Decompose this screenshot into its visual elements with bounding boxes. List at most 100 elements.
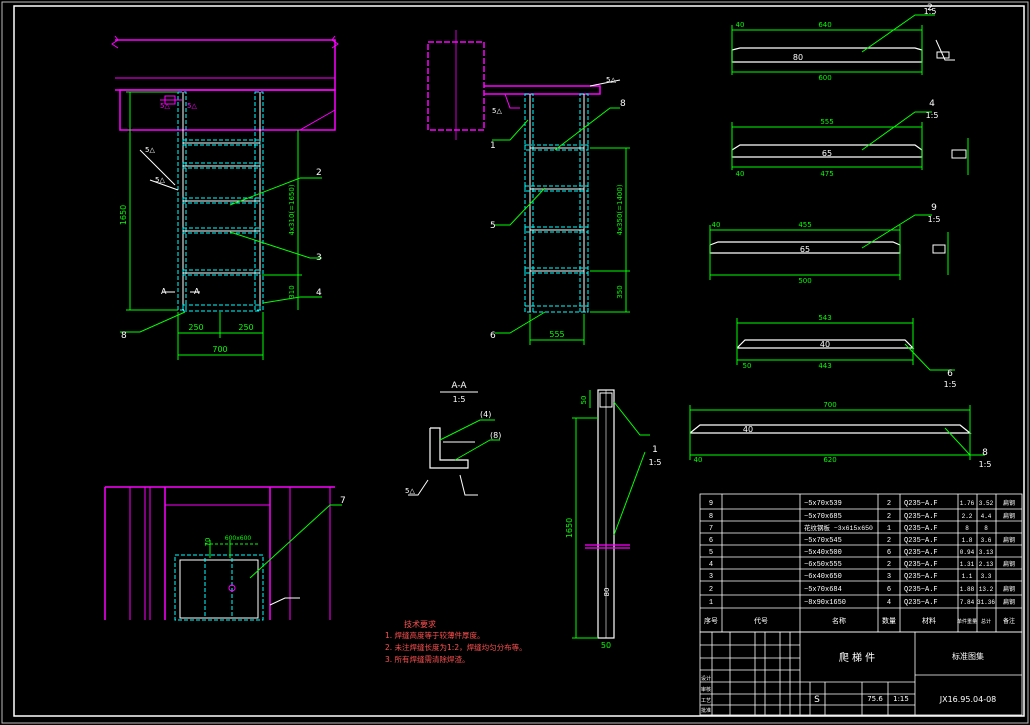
- cell-qty: 2: [887, 537, 891, 545]
- table-row: 9 −5x70x539 2 Q235−A.F 1.76 3.52 扁钢: [709, 499, 1015, 508]
- detail-4-bottom: 475: [820, 170, 833, 178]
- cell-material: Q235−A.F: [904, 586, 938, 594]
- cell-weight-total: 3.6: [981, 537, 992, 544]
- title-scale: 1:15: [893, 695, 909, 703]
- title-row-design: 设计: [701, 675, 711, 682]
- side-dim-width: 555: [549, 330, 564, 339]
- section-aa-weld: 5△: [405, 487, 415, 495]
- cell-weight-total: 3.52: [979, 500, 994, 507]
- elev-dim-height: 1650: [119, 205, 128, 225]
- detail-8-left: 40: [694, 456, 703, 464]
- elev-weld-4: 5△: [155, 176, 165, 184]
- table-row: 1 −8x90x1650 4 Q235−A.F 7.84 31.36 扁钢: [709, 598, 1015, 607]
- post-dim-height: 1650: [565, 518, 574, 538]
- title-stage: S: [814, 695, 820, 705]
- detail-8-inner: 40: [743, 425, 753, 434]
- section-aa-callout-8: (8): [490, 431, 501, 440]
- cell-weight-total: 2.13: [979, 561, 994, 568]
- cell-note: 扁钢: [1003, 585, 1015, 593]
- detail-4-overall: 555: [820, 118, 833, 126]
- elev-dim-bottom-seg: 310: [288, 285, 296, 298]
- elev-weld-3: 5△: [145, 146, 155, 154]
- detail-4-left: 40: [736, 170, 745, 178]
- header-code: 代号: [754, 616, 768, 625]
- cell-weight-unit: 1.8: [962, 537, 973, 544]
- elev-callout-8: 8: [121, 331, 127, 341]
- detail-2-scale: 1:5: [924, 7, 937, 16]
- post-dim-top: 50: [580, 396, 588, 405]
- cell-weight-unit: 1.76: [960, 500, 975, 507]
- cell-name: −5x70x684: [804, 586, 842, 594]
- cell-material: Q235−A.F: [904, 500, 938, 508]
- cell-no: 5: [709, 549, 713, 557]
- detail-2-ref: 2: [927, 3, 933, 13]
- header-note: 备注: [1003, 617, 1015, 625]
- cell-weight-unit: 8: [965, 525, 969, 532]
- elev-callout-2: 2: [316, 168, 322, 178]
- detail-8-scale: 1:5: [979, 460, 992, 469]
- detail-9-left: 40: [712, 221, 721, 229]
- detail-6-left: 50: [743, 362, 752, 370]
- cell-no: 1: [709, 599, 713, 607]
- table-row: 3 −6x40x650 3 Q235−A.F 1.1 3.3: [709, 573, 992, 581]
- cell-no: 6: [709, 537, 713, 545]
- elev-callout-4: 4: [316, 288, 322, 298]
- cell-qty: 3: [887, 573, 891, 581]
- cell-material: Q235−A.F: [904, 537, 938, 545]
- parts-table-grid: [699, 493, 1023, 633]
- elev-callout-3: 3: [316, 253, 322, 263]
- cell-qty: 2: [887, 513, 891, 521]
- elevation-view: [111, 35, 339, 360]
- table-header: 序号 代号 名称 数量 材料 单件重量 总计 备注: [704, 616, 1015, 625]
- table-row: 8 −5x70x685 2 Q235−A.F 2.2 4.4 扁钢: [709, 512, 1015, 521]
- cell-note: 扁钢: [1003, 499, 1015, 507]
- cell-weight-unit: 0.94: [960, 549, 975, 556]
- side-callout-1: 1: [490, 141, 496, 151]
- title-weight: 75.6: [867, 695, 883, 703]
- cell-qty: 6: [887, 586, 891, 594]
- cell-weight-unit: 1.88: [960, 586, 975, 593]
- title-row-process: 工艺: [701, 698, 711, 704]
- cell-weight-unit: 2.2: [962, 513, 973, 520]
- detail-9-scale: 1:5: [928, 215, 941, 224]
- cell-name: −5x70x539: [804, 500, 842, 508]
- header-material: 材料: [922, 616, 936, 625]
- elev-dim-total: 700: [212, 345, 227, 354]
- cell-name: −8x90x1650: [804, 599, 846, 607]
- cell-name: −5x70x685: [804, 513, 842, 521]
- note-3: 3. 所有焊缝需清除焊渣。: [385, 654, 470, 664]
- detail-6-bottom: 443: [818, 362, 831, 370]
- cell-material: Q235−A.F: [904, 525, 938, 533]
- notes-title: 技术要求: [404, 619, 436, 629]
- plan-view: [104, 486, 342, 621]
- note-1: 1. 焊缝高度等于较薄件厚度。: [385, 630, 485, 640]
- section-aa-callout-4: (4): [480, 410, 491, 419]
- header-qty: 数量: [882, 616, 896, 625]
- post-detail-ref: 1: [652, 445, 658, 455]
- title-drawing-name: 爬 梯 件: [839, 651, 875, 664]
- side-callout-6: 6: [490, 331, 496, 341]
- detail-4-scale: 1:5: [926, 111, 939, 120]
- detail-6-scale: 1:5: [944, 380, 957, 389]
- detail-6-ref: 6: [947, 369, 953, 379]
- parts-table-rows: 9 −5x70x539 2 Q235−A.F 1.76 3.52 扁钢 8 −5…: [704, 499, 1015, 625]
- elev-section-a-left: A: [161, 287, 167, 296]
- cell-no: 2: [709, 586, 713, 594]
- cell-qty: 1: [887, 525, 891, 533]
- side-callout-8: 8: [620, 99, 626, 109]
- side-dim-spacing: 4x350(=1400): [616, 184, 624, 235]
- cell-name: −6x40x650: [804, 573, 842, 581]
- cell-weight-total: 3.3: [981, 573, 992, 580]
- cell-material: Q235−A.F: [904, 513, 938, 521]
- cell-no: 4: [709, 561, 713, 569]
- cell-note: 扁钢: [1003, 598, 1015, 606]
- detail-4-ref: 4: [929, 99, 935, 109]
- elev-weld-2: 5△: [187, 102, 197, 110]
- cell-material: Q235−A.F: [904, 549, 938, 557]
- plan-dim-1: 70: [204, 538, 212, 547]
- elev-weld-1: 5△: [160, 102, 170, 110]
- cell-name: −6x50x555: [804, 561, 842, 569]
- cell-no: 7: [709, 525, 713, 533]
